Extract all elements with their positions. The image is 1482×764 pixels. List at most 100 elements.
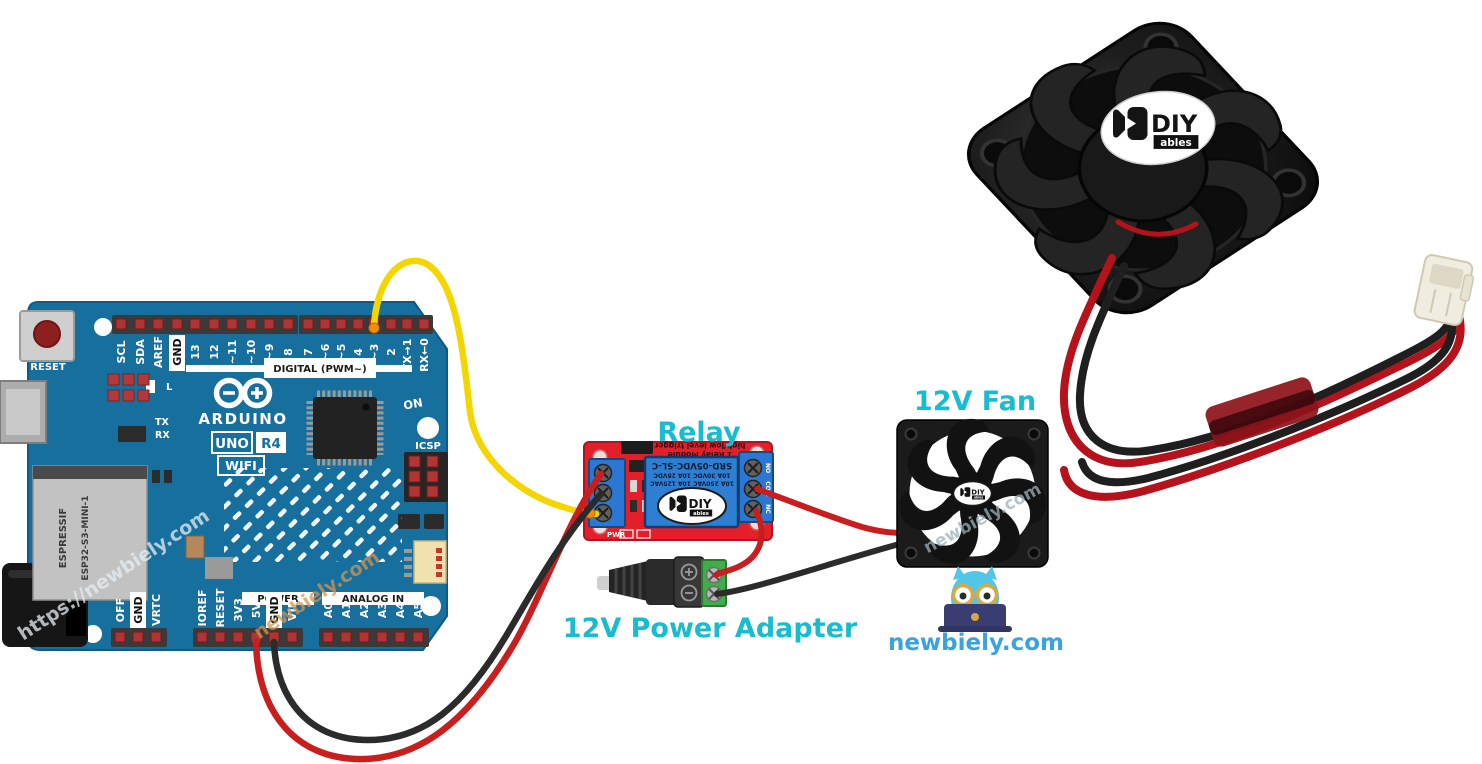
fan-cable-bundle (1059, 219, 1475, 501)
prototyping-grid (224, 468, 402, 562)
wire-end-ferrule (368, 322, 380, 334)
arduino-logo-icon (213, 377, 273, 409)
icsp-header (404, 452, 448, 502)
adapter-screw-terminal (701, 559, 727, 607)
svg-text:TX→1: TX→1 (401, 339, 414, 372)
icsp-label: ICSP (415, 441, 441, 452)
svg-text:A1: A1 (340, 602, 353, 618)
transistor (424, 514, 444, 529)
barrel-tip (597, 576, 611, 590)
digital-pin-labels: SCL SDA AREF GND 13 12 ~11 ~10 ~9 8 7 ~6… (115, 336, 431, 372)
mounting-hole (84, 625, 102, 643)
svg-text:4: 4 (352, 348, 365, 356)
relay-rating-ac: 10A 250VAC 10A 125VAC (649, 480, 733, 487)
label-relay: Relay (657, 417, 741, 448)
label-fan: 12V Fan (914, 386, 1036, 417)
svg-text:2: 2 (385, 348, 398, 356)
mounting-hole (421, 596, 441, 616)
svg-text:5V: 5V (250, 601, 263, 618)
r4-label: R4 (261, 436, 281, 452)
relay-subtitle: high/low level trigger (654, 441, 745, 450)
mounting-hole (94, 318, 112, 336)
svg-text:RX←0: RX←0 (418, 338, 431, 372)
newbiely-logo-text: newbiely.com (888, 630, 1064, 656)
jumper (621, 441, 653, 454)
module-brand-label: ESPRESSIF (58, 508, 69, 568)
led-matrix-pads (107, 373, 150, 402)
mounting-hole (417, 417, 439, 439)
wire-signal-yellow (370, 257, 600, 518)
wire-gnd-black (270, 490, 605, 744)
fan-12v: newbiely.com (891, 408, 1057, 573)
relay-box: SRD-05VDC-SL-C 10A 30VDC 10A 28VDC 10A 2… (643, 455, 740, 529)
label-power-adapter: 12V Power Adapter (563, 613, 858, 644)
relay-rating-dc: 10A 30VDC 10A 28VDC (653, 472, 731, 479)
svg-text:OFF: OFF (114, 598, 127, 622)
svg-text:VIN: VIN (286, 599, 299, 621)
owl-mascot-icon (938, 566, 1012, 632)
svg-text:A2: A2 (358, 602, 371, 618)
module-name-label: ESP32-S3-MINI-1 (81, 495, 91, 580)
svg-text:IOREF: IOREF (196, 590, 209, 627)
svg-text:GND: GND (171, 338, 184, 365)
pwr-label: PWR (607, 531, 626, 539)
svg-text:~10: ~10 (245, 339, 258, 364)
digital-strip-label: DIGITAL (PWM~) (273, 364, 366, 375)
mcu-chip (306, 390, 384, 466)
relay-title: 1 Relay Module (668, 450, 733, 459)
svg-text:NC: NC (764, 504, 771, 514)
svg-text:A4: A4 (394, 602, 407, 619)
power-pin-header (111, 628, 429, 647)
tape-wrap (1205, 377, 1319, 447)
svg-text:13: 13 (189, 344, 202, 359)
power-adapter (597, 556, 727, 608)
relay-module: high/low level trigger 1 Relay Module NO… (583, 441, 774, 541)
fan-connector (1413, 254, 1475, 327)
svg-text:A5: A5 (412, 602, 425, 618)
svg-text:VRTC: VRTC (150, 594, 163, 626)
big-fan (966, 21, 1320, 315)
reset-label: RESET (30, 362, 66, 373)
svg-text:A0: A0 (322, 602, 335, 619)
svg-text:3V3: 3V3 (232, 598, 245, 622)
svg-text:A3: A3 (376, 602, 389, 618)
svg-text:GND: GND (132, 596, 145, 623)
serial-chip (118, 426, 146, 442)
svg-text:RESET: RESET (214, 588, 227, 627)
relay-model-text: SRD-05VDC-SL-C (652, 460, 732, 470)
tx-label: TX (155, 417, 169, 428)
esp32-module: ESPRESSIF ESP32-S3-MINI-1 (32, 465, 148, 601)
analog-strip-label: ANALOG IN (342, 594, 404, 605)
svg-text:7: 7 (302, 348, 315, 356)
svg-text:~9: ~9 (263, 344, 276, 361)
arduino-board: RESET ESPRESSIF ESP32-S3-MINI-1 SCL SDA … (0, 301, 448, 651)
usb-connector (0, 380, 47, 444)
on-label: ON (402, 395, 424, 412)
rx-label: RX (155, 430, 170, 441)
wire-relay-to-fan-red (754, 486, 906, 536)
svg-text:SDA: SDA (134, 339, 147, 365)
svg-text:GND: GND (268, 596, 281, 623)
svg-text:AREF: AREF (152, 336, 165, 368)
transistor (398, 514, 420, 529)
qwiic-connector (404, 540, 447, 584)
svg-text:SCL: SCL (115, 340, 128, 363)
svg-text:~6: ~6 (319, 343, 332, 360)
uno-label: UNO (215, 436, 249, 452)
oscillator (185, 535, 205, 559)
regulator (205, 557, 233, 579)
arduino-brand-label: ARDUINO (198, 410, 287, 428)
svg-text:NO: NO (764, 463, 771, 473)
svg-text:~11: ~11 (226, 340, 239, 365)
svg-text:8: 8 (282, 348, 295, 356)
power-pin-labels: OFF GND VRTC IOREF RESET 3V3 5V GND VIN … (114, 588, 425, 627)
wire-relay-to-adapter-red (713, 508, 765, 578)
digital-pin-header (112, 315, 433, 334)
svg-text:12: 12 (208, 344, 221, 359)
svg-text:~5: ~5 (335, 344, 348, 361)
led-label: L (166, 382, 173, 393)
svg-text:~3: ~3 (368, 344, 381, 361)
wire-adapter-to-fan-black (714, 540, 906, 597)
